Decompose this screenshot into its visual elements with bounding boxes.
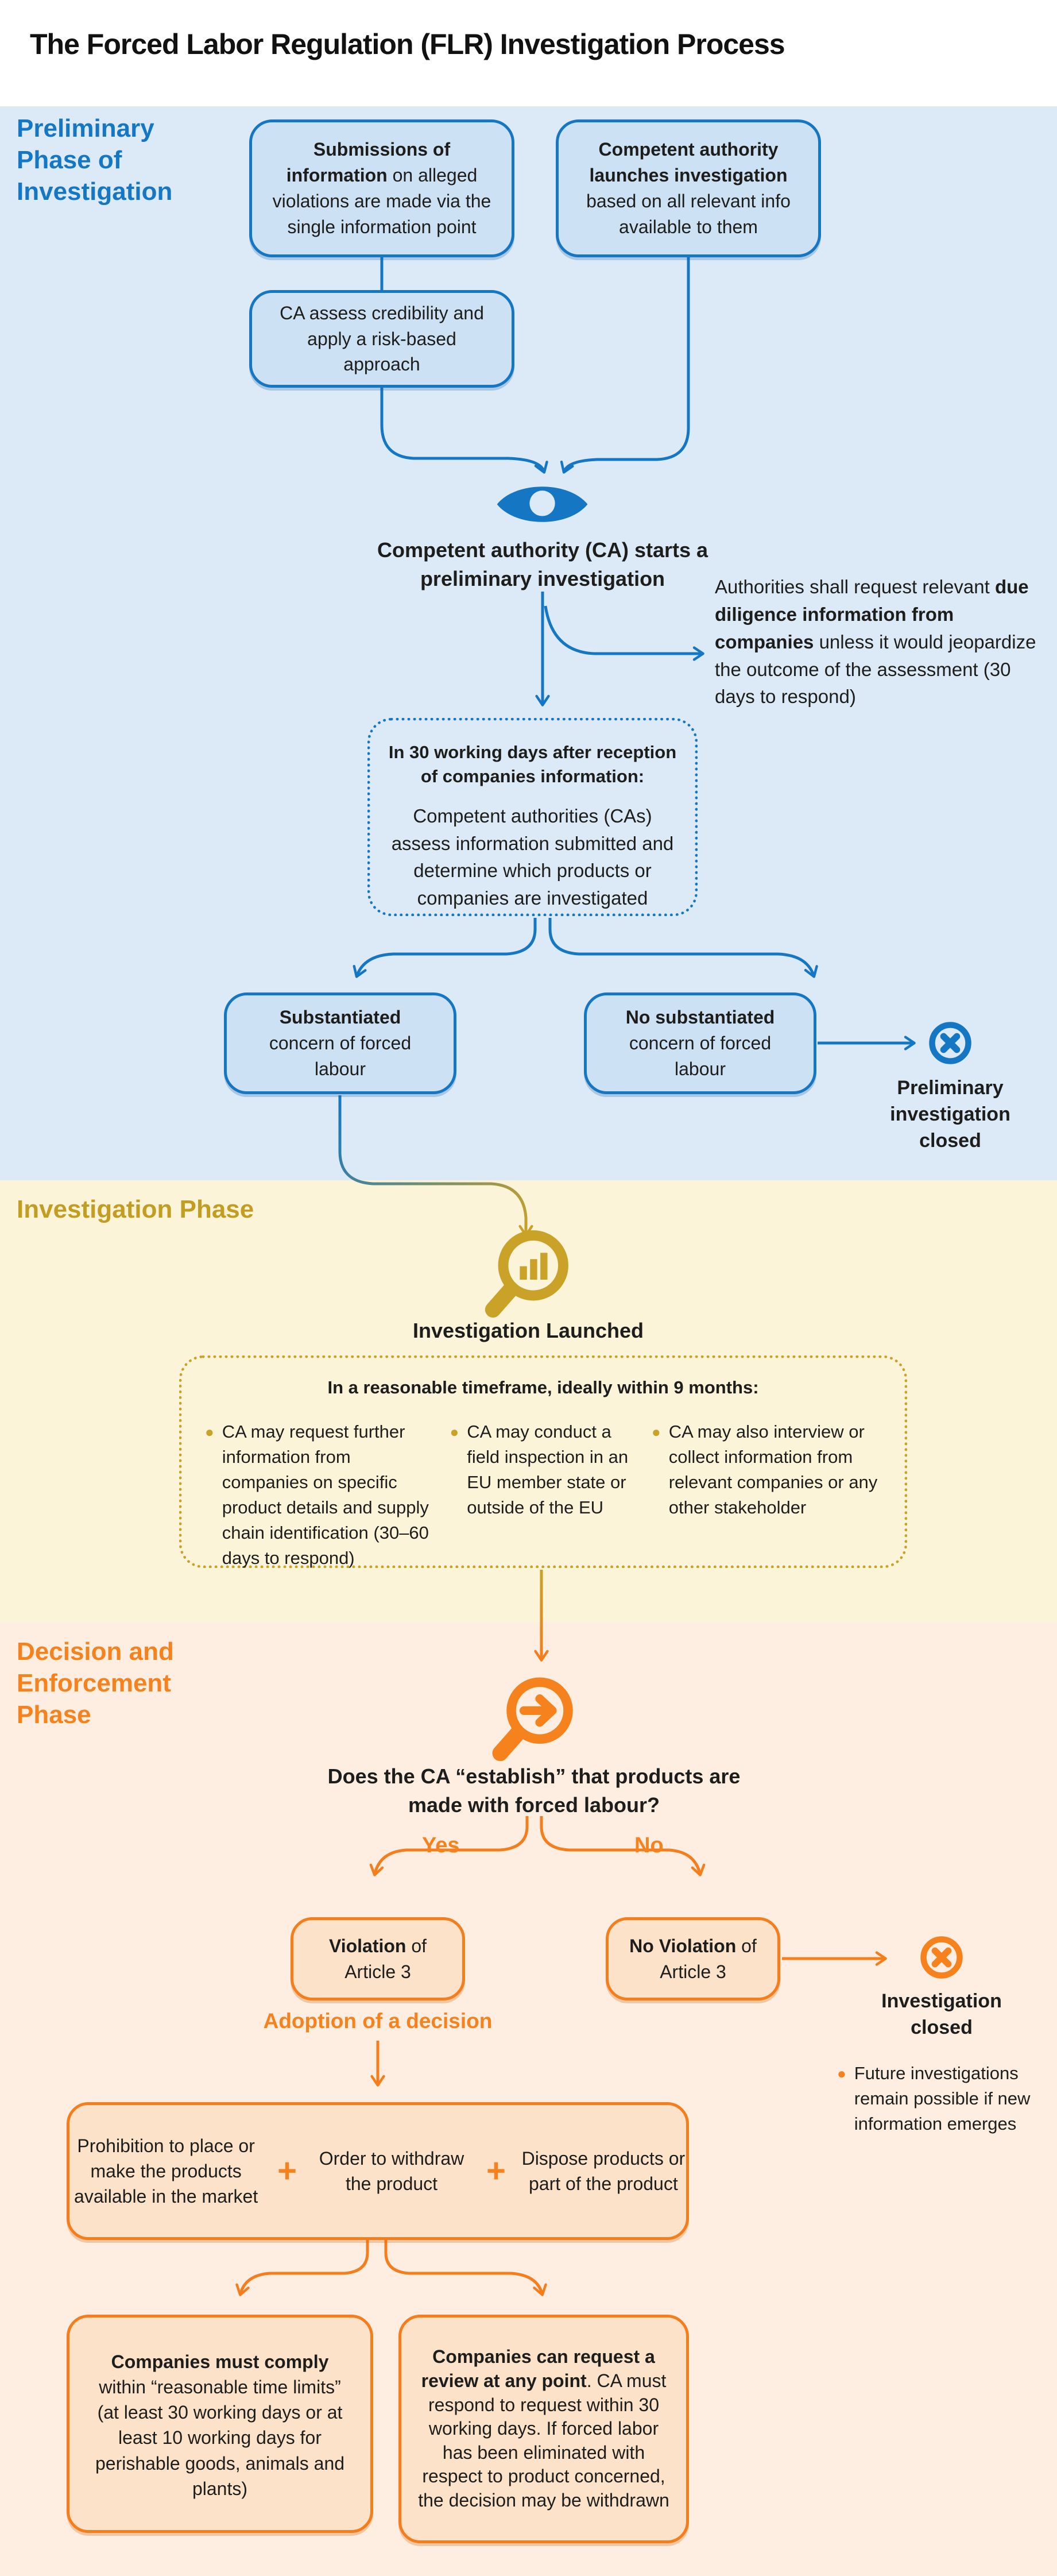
no-violation-box: No Violation of Article 3 [606,1917,780,2000]
investigation-closed-label: Investigation closed [881,1990,1002,2038]
companies-comply-text: Companies must comply within “reasonable… [95,2351,345,2499]
assess-credibility-text: CA assess credibility and apply a risk-b… [280,302,484,375]
bullet-icon: ● [652,1423,661,1440]
page-title: The Forced Labor Regulation (FLR) Invest… [30,28,785,60]
phase-label-decision: Decision and Enforcement Phase [17,1637,174,1729]
decision-establish-icon [492,1677,573,1762]
nine-months-columns: ● CA may request further information fro… [205,1419,881,1571]
preliminary-closed-icon [929,1022,971,1064]
plus-icon: + [277,2152,297,2189]
submissions-box: Submissions of information on alleged vi… [249,119,514,257]
submissions-text: Submissions of information on alleged vi… [272,139,491,237]
eye-icon [497,486,588,522]
no-substantiated-text: No substantiated concern of forced labou… [625,1007,775,1079]
companies-comply-box: Companies must comply within “reasonable… [67,2315,373,2533]
establish-question: Does the CA “establish” that products ar… [327,1764,741,1817]
launch-investigation-text: Competent authority launches investigati… [586,139,791,237]
nine-months-dotted-box: In a reasonable timeframe, ideally withi… [179,1355,907,1568]
investigation-phase-background [0,1180,1057,1623]
bullet-icon: ● [450,1423,459,1440]
measures-box: Prohibition to place or make the product… [67,2102,689,2240]
bullet-text: Future investigations remain possible if… [854,2063,1031,2134]
preliminary-closed-label: Preliminary investigation closed [890,1077,1010,1152]
thirty-days-title: In 30 working days after reception of co… [388,742,677,786]
investigation-closed-icon [920,1936,963,1979]
bullet-icon: ● [837,2065,846,2082]
investigation-launched-icon [485,1230,568,1318]
measure-dispose: Dispose products or part of the product [521,2148,686,2194]
nine-months-title: In a reasonable timeframe, ideally withi… [327,1377,759,1397]
measure-prohibition: Prohibition to place or make the product… [74,2135,258,2207]
phase-label-preliminary: Preliminary Phase of Investigation [17,114,173,206]
violation-text: Violation of Article 3 [328,1935,427,1982]
violation-box: Violation of Article 3 [291,1917,465,2000]
bullet-text: CA may request further information from … [222,1421,429,1568]
preliminary-phase-background [0,106,1057,1180]
measures-row: Prohibition to place or make the product… [66,2133,690,2209]
list-item: ● CA may conduct a field inspection in a… [450,1419,634,1571]
bullet-text: CA may also interview or collect informa… [668,1421,878,1517]
companies-review-box: Companies can request a review at any po… [398,2315,689,2543]
thirty-days-dotted-box: In 30 working days after reception of co… [367,718,698,916]
no-violation-text: No Violation of Article 3 [629,1935,757,1982]
substantiated-text: Substantiated concern of forced labour [269,1007,412,1079]
plus-icon: + [486,2152,506,2189]
preliminary-investigation-caption: Competent authority (CA) starts a prelim… [377,538,708,591]
list-item: ● CA may request further information fro… [205,1419,432,1571]
yes-label: Yes [422,1833,460,1857]
due-diligence-note: Authorities shall request relevant due d… [715,576,1036,708]
bullet-icon: ● [205,1423,214,1440]
investigation-launched-label: Investigation Launched [412,1319,644,1342]
companies-review-text: Companies can request a review at any po… [418,2346,669,2511]
future-investigations-note: ● Future investigations remain possible … [837,2061,1055,2137]
no-label: No [634,1833,664,1857]
launch-investigation-box: Competent authority launches investigati… [556,119,821,257]
adoption-of-decision-label: Adoption of a decision [263,2009,493,2033]
no-substantiated-box: No substantiated concern of forced labou… [584,992,816,1094]
bullet-text: CA may conduct a field inspection in an … [467,1421,629,1517]
list-item: ● CA may also interview or collect infor… [652,1419,881,1571]
thirty-days-body: Competent authorities (CAs) assess infor… [391,805,674,909]
phase-label-investigation: Investigation Phase [17,1195,254,1223]
assess-credibility-box: CA assess credibility and apply a risk-b… [249,290,514,388]
measure-withdraw: Order to withdraw the product [319,2148,464,2194]
substantiated-box: Substantiated concern of forced labour [224,992,456,1094]
